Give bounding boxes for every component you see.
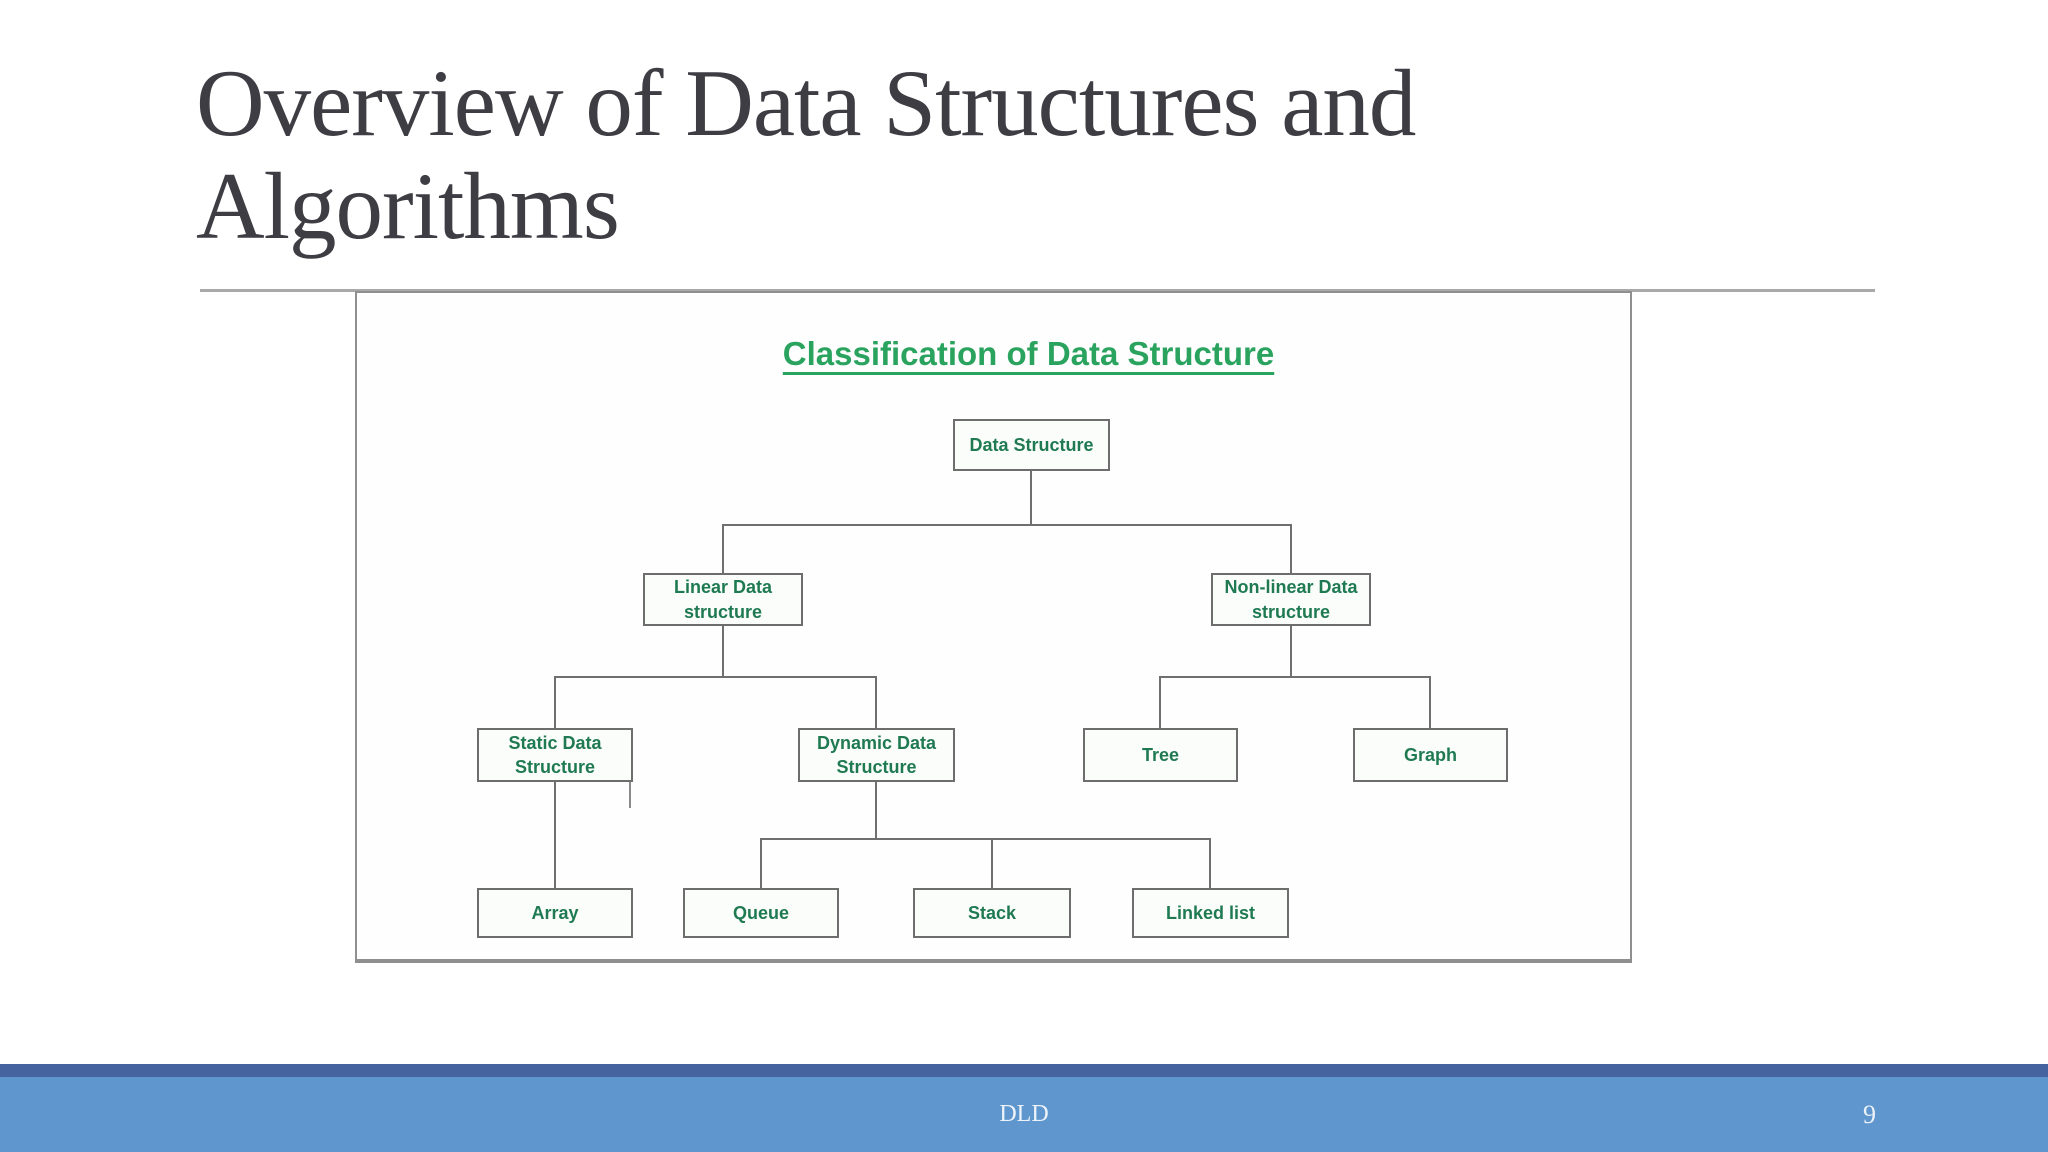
title-divider-line: [200, 289, 1875, 292]
slide-title: Overview of Data Structures and Algorith…: [196, 52, 1836, 258]
connector-line: [1159, 676, 1431, 678]
slide-title-line-1: Overview of Data Structures and: [196, 50, 1416, 156]
node-data-structure: Data Structure: [953, 419, 1110, 471]
connector-line: [1290, 524, 1292, 573]
connector-line: [554, 676, 556, 728]
connector-line: [1030, 471, 1032, 524]
node-non-linear-data-structure: Non-linear Data structure: [1211, 573, 1371, 626]
stray-line: [629, 782, 631, 808]
connector-line: [991, 838, 993, 888]
connector-line: [722, 524, 1292, 526]
node-dynamic-data-structure: Dynamic Data Structure: [798, 728, 955, 782]
connector-line: [1290, 626, 1292, 677]
node-queue: Queue: [683, 888, 839, 938]
node-linked-list: Linked list: [1132, 888, 1289, 938]
connector-line: [1209, 838, 1211, 888]
footer-course-label: DLD: [999, 1101, 1049, 1127]
connector-line: [1429, 676, 1431, 728]
diagram-heading: Classification of Data Structure: [782, 335, 1275, 372]
connector-line: [1159, 676, 1161, 728]
classification-diagram: Classification of Data Structure Data St…: [355, 291, 1632, 963]
connector-line: [875, 676, 877, 728]
node-linear-data-structure: Linear Data structure: [643, 573, 803, 626]
connector-line: [875, 782, 877, 838]
node-stack: Stack: [913, 888, 1071, 938]
footer-bar: DLD 9: [0, 1077, 2048, 1152]
connector-line: [760, 838, 1211, 840]
node-static-data-structure: Static Data Structure: [477, 728, 633, 782]
slide-title-line-2: Algorithms: [196, 153, 620, 259]
connector-line: [722, 524, 724, 573]
connector-line: [760, 838, 762, 888]
footer-accent-stripe: [0, 1064, 2048, 1077]
connector-line: [722, 626, 724, 677]
node-tree: Tree: [1083, 728, 1238, 782]
node-graph: Graph: [1353, 728, 1508, 782]
node-array: Array: [477, 888, 633, 938]
connector-line: [554, 782, 556, 888]
footer-page-number: 9: [1863, 1099, 1876, 1129]
connector-line: [554, 676, 877, 678]
